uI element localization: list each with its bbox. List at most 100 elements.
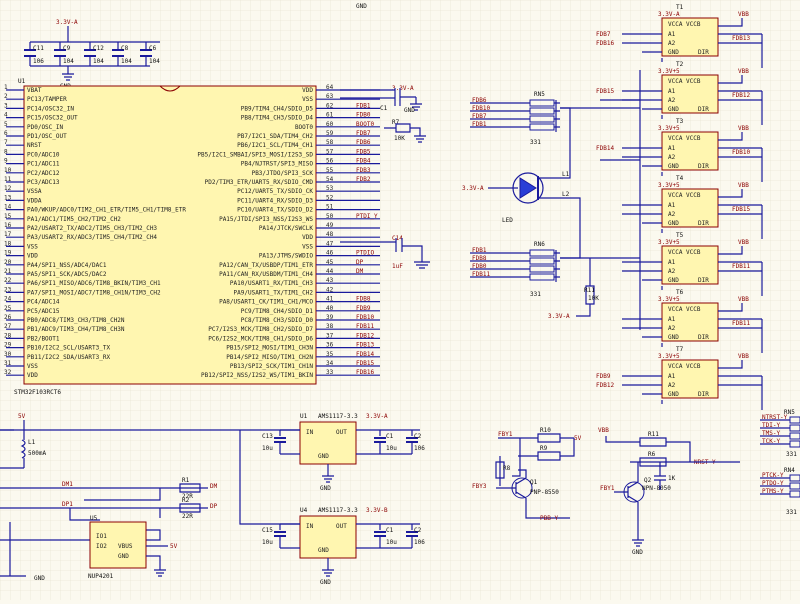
usb-5v: 5V	[170, 543, 178, 550]
decoupling-cap[interactable]	[84, 49, 96, 57]
driver-wires	[622, 75, 762, 119]
rn-resistor[interactable]	[529, 99, 555, 107]
ldo-regulator[interactable]	[299, 421, 357, 465]
level-shifter-ic[interactable]	[661, 17, 719, 57]
driver-supply-in: 3.3V+5	[658, 353, 680, 360]
jtag-resistor[interactable]	[789, 474, 800, 482]
rn-net-label: FDB8	[472, 255, 487, 262]
jtag-net: TCK-Y	[762, 438, 780, 445]
u1-right-pin-number: 55	[326, 167, 334, 174]
driver-wires	[622, 303, 762, 347]
u1-left-pin-number: 20	[4, 259, 12, 266]
driver-supply-in: 3.3V+5	[658, 296, 680, 303]
u1-right-pin-number: 45	[326, 259, 334, 266]
u1-right-pin-net: FDB1	[356, 102, 371, 109]
level-shifter-ic[interactable]	[661, 245, 719, 285]
u1-right-pin-name: PA11/CAN_RX/USBDM/TIM1_CH4	[219, 271, 313, 278]
rn-resistor[interactable]	[529, 273, 555, 281]
reg-out-cap2-ref: C2	[414, 527, 422, 534]
rn-net-label: FDB6	[472, 97, 487, 104]
driver-out-net: FDB10	[732, 149, 750, 156]
jtag-resistor[interactable]	[789, 490, 800, 498]
rn-resistor[interactable]	[529, 107, 555, 115]
u1-left-pin-name: PC5/ADC15	[27, 308, 60, 315]
mcu-power-gnd: GND	[404, 107, 415, 114]
jtag-resistor[interactable]	[789, 424, 800, 432]
jtag-resistor[interactable]	[789, 482, 800, 490]
rn-net-label: FDB0	[472, 263, 487, 270]
u1-left-pin-name: PD1/OSC_OUT	[27, 133, 67, 140]
reg-ref: U4	[300, 507, 308, 514]
inductor-ref: L1	[28, 439, 36, 446]
rn-resistor[interactable]	[529, 115, 555, 123]
u1-right-pin-net: FDB2	[356, 176, 371, 183]
u1-left-pin-number: 18	[4, 240, 12, 247]
driver-in2-net: FDB12	[596, 382, 614, 389]
usb-esd-ic[interactable]	[89, 521, 147, 569]
jtag-resistor[interactable]	[789, 440, 800, 448]
q1-ra: R10	[540, 427, 551, 434]
reg-part: AMS1117-3.3	[318, 413, 358, 420]
driver-a2: A2	[668, 97, 676, 104]
q1-rc: R8	[503, 465, 511, 472]
u1-left-pin-name: PC13/TAMPER	[27, 96, 67, 103]
u1-right-pin-name: PB5/I2C1_SMBAI/SPI3_MOSI/I2S3_SD	[197, 151, 313, 158]
level-shifter-ic[interactable]	[661, 188, 719, 228]
decoupling-cap-val: 106	[33, 58, 44, 65]
driver-supply-out: VBB	[738, 125, 749, 132]
u1-body[interactable]	[23, 85, 317, 385]
reg-in-cap-ref: C13	[262, 433, 273, 440]
q2-vbb: VBB	[598, 427, 609, 434]
u1-left-pin-name: PC15/OSC32_OUT	[27, 115, 78, 122]
level-shifter-ic[interactable]	[661, 74, 719, 114]
usb-dp: DP	[210, 503, 218, 510]
rn-resistor[interactable]	[529, 249, 555, 257]
reg-out-pin: OUT	[336, 429, 347, 436]
u1-right-pin-number: 49	[326, 222, 334, 229]
u1-right-pin-name: PB8/TIM4_CH3/SDIO_D4	[241, 115, 314, 122]
decoupling-cap[interactable]	[54, 49, 66, 57]
u1-right-pin-net: DM	[356, 268, 364, 275]
rn-net-label: FDB10	[472, 105, 490, 112]
u1-left-pin-number: 2	[4, 93, 8, 100]
led-l2: L2	[562, 191, 570, 198]
u1-left-pin-name: PB0/ADC8/TIM3_CH3/TIM8_CH2N	[27, 317, 125, 324]
u1-right-pin-number: 44	[326, 268, 334, 275]
u1-left-pin-name: VBAT	[27, 87, 42, 94]
rn-resistor[interactable]	[529, 257, 555, 265]
driver-out-net: FDB11	[732, 263, 750, 270]
u1-right-pin-name: PC6/I2S2_MCK/TIM8_CH1/SDIO_D6	[208, 335, 313, 342]
jtag-resistor[interactable]	[789, 432, 800, 440]
decoupling-cap[interactable]	[140, 49, 152, 57]
rn-resistor[interactable]	[529, 265, 555, 273]
u1-right-pin-net: FDB7	[356, 130, 371, 137]
driver-wires	[622, 18, 762, 62]
u1-left-pin-name: VDD	[27, 372, 38, 379]
u1-right-pin-number: 35	[326, 351, 334, 358]
u1-right-pin-name: VDD	[302, 87, 313, 94]
transistor-q2: VBB R11 R6 NRST-Y FBY1 NPN-8050 Q2 1K GN…	[598, 427, 740, 556]
u1-right-pin-name: PC9/TIM8_CH4/SDIO_D1	[241, 308, 314, 315]
u1-right-pin-name: PB14/SPI2_MISO/TIM1_CH2N	[226, 354, 313, 361]
reg-supply: 3.3V-A	[366, 413, 388, 420]
rn-resistor[interactable]	[529, 123, 555, 131]
jtag-resistor[interactable]	[789, 416, 800, 424]
decoupling-cap[interactable]	[24, 49, 36, 57]
jtag-rn-top: RN5	[784, 409, 795, 416]
u1-right-pin-number: 48	[326, 231, 334, 238]
u1-right-pin-name: PC10/UART4_TX/SDIO_D2	[237, 207, 313, 214]
u1-left-pin-number: 3	[4, 102, 8, 109]
u1-left-pin-name: PC2/ADC12	[27, 170, 60, 177]
level-shifter-ic[interactable]	[661, 359, 719, 399]
decoupling-cap[interactable]	[112, 49, 124, 57]
driver-dir: DIR	[698, 391, 709, 398]
u1-right-pin-number: 36	[326, 342, 334, 349]
level-shifter-ic[interactable]	[661, 302, 719, 342]
transistor-q1: FBY1 R10 R9 R8 5V FBY3 Q1 PNP-8550 PBB-Y	[472, 427, 582, 522]
u1-left-pin-name: PC0/ADC10	[27, 151, 60, 158]
level-shifter-ic[interactable]	[661, 131, 719, 171]
ldo-regulator[interactable]	[299, 515, 357, 559]
